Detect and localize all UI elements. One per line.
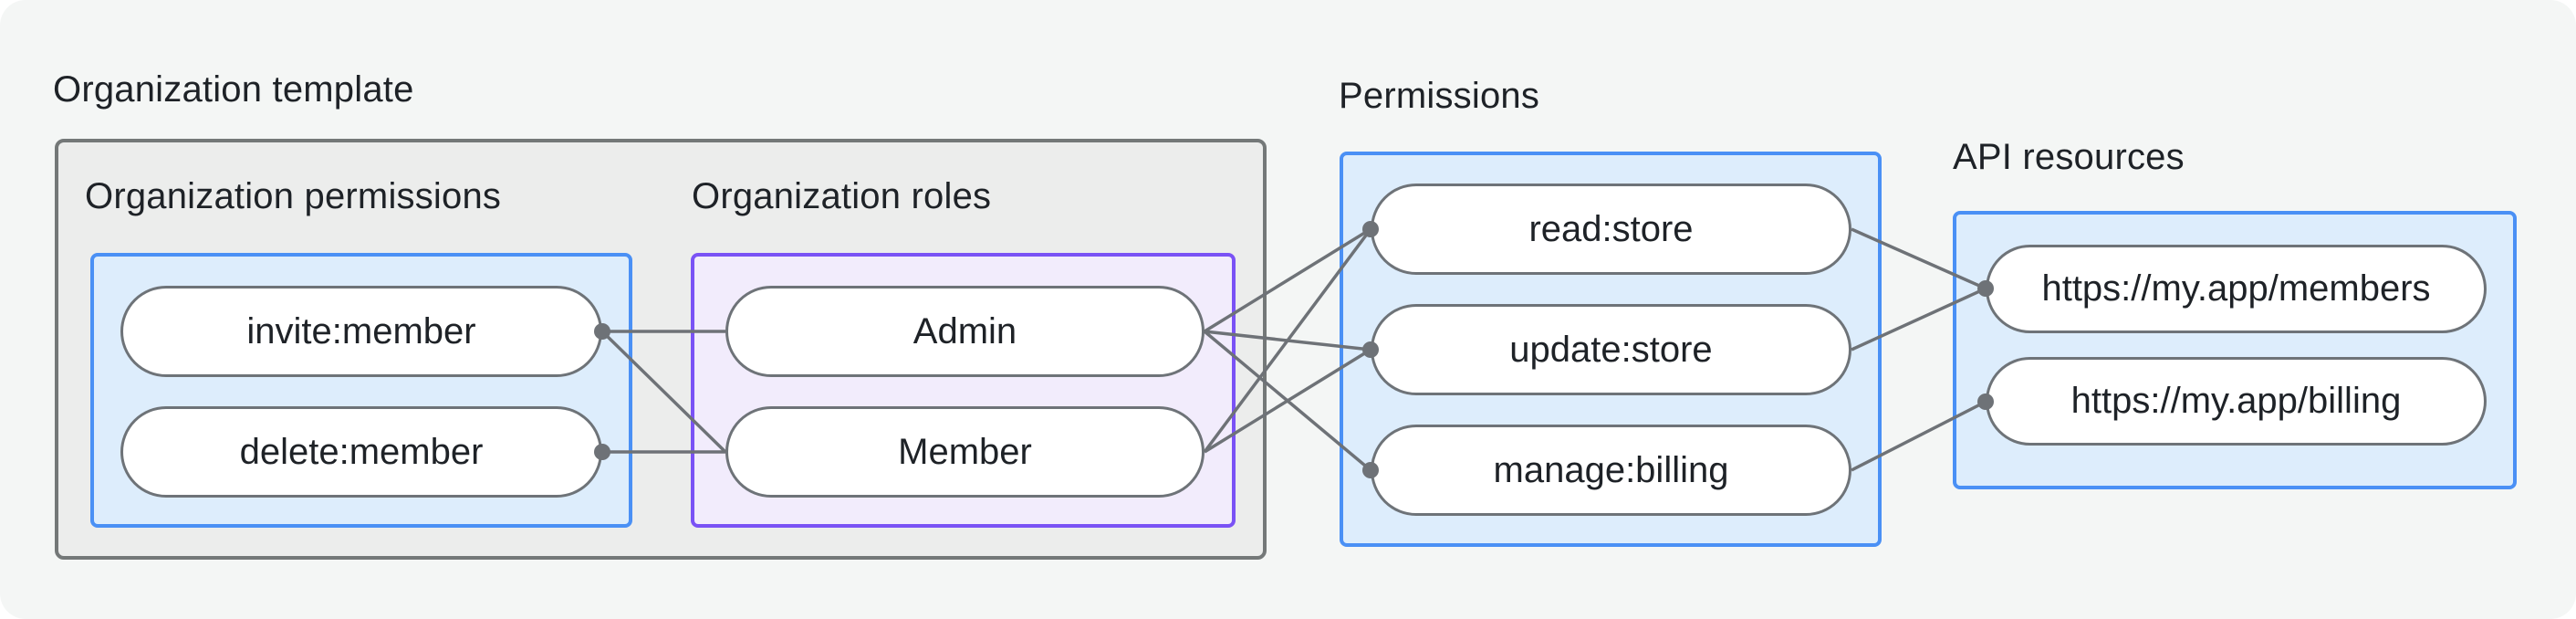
diagram-title: Organization template <box>53 69 414 110</box>
node-update-store: update:store <box>1371 304 1851 395</box>
node-member-role: Member <box>725 406 1205 498</box>
node-members-api-resource: https://my.app/members <box>1986 245 2487 333</box>
node-invite-member: invite:member <box>120 286 602 377</box>
node-manage-billing: manage:billing <box>1371 425 1851 516</box>
node-delete-member: delete:member <box>120 406 602 498</box>
node-admin-role: Admin <box>725 286 1205 377</box>
node-read-store: read:store <box>1371 184 1851 275</box>
permissions-label: Permissions <box>1339 76 1540 116</box>
node-billing-api-resource: https://my.app/billing <box>1986 357 2487 446</box>
api-resources-label: API resources <box>1953 137 2185 177</box>
org-permissions-label: Organization permissions <box>85 176 502 216</box>
org-roles-label: Organization roles <box>692 176 992 216</box>
